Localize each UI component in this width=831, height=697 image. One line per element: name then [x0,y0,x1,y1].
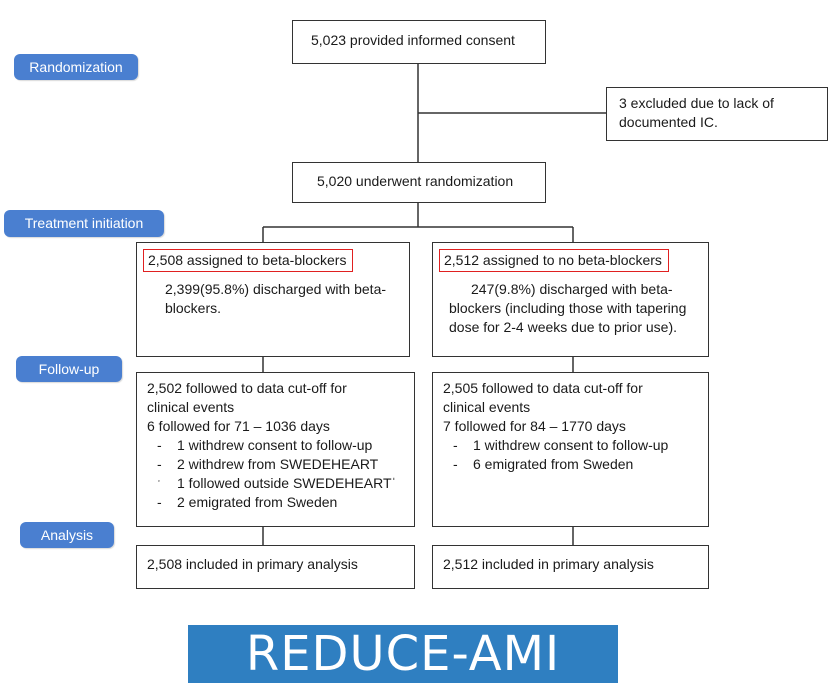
randomization-box: 5,020 underwent randomization [292,162,546,203]
no-beta-blocker-arm-box: 2,512 assigned to no beta-blockers 247(9… [432,242,709,357]
no-beta-blocker-discharge-line-1: 247(9.8%) discharged with beta- [471,281,673,297]
beta-blocker-followup-line-1: 2,502 followed to data cut-off for [147,380,347,396]
beta-blocker-arm-label: 2,508 assigned to beta-blockers [143,249,354,272]
beta-blocker-followup-line-2: clinical events [147,399,235,415]
beta-blocker-discharge-line-2: blockers. [165,300,222,316]
stage-follow-up: Follow-up [16,356,122,382]
exclusion-line-1: 3 excluded due to lack of [619,95,774,111]
list-item: -2 withdrew from SWEDEHEART [157,456,379,472]
randomization-text: 5,020 underwent randomization [317,173,514,189]
no-beta-blocker-followup-line-1: 2,505 followed to data cut-off for [443,380,643,396]
list-item: -1 withdrew consent to follow-up [157,437,373,453]
no-beta-blocker-discharge-line-3: dose for 2-4 weeks due to prior use). [449,319,678,335]
list-item: -1 withdrew consent to follow-up [453,437,669,453]
list-item: -2 emigrated from Sweden [157,494,338,510]
no-beta-blocker-arm-label: 2,512 assigned to no beta-blockers [439,249,669,272]
beta-blocker-followup-line-3: 6 followed for 71 – 1036 days [147,418,330,434]
reduce-ami-logo: REDUCE-AMI [188,625,618,683]
no-beta-blocker-analysis-text: 2,512 included in primary analysis [443,556,654,572]
no-beta-blocker-followup-line-3: 7 followed for 84 – 1770 days [443,418,626,434]
beta-blocker-analysis-text: 2,508 included in primary analysis [147,556,358,572]
no-beta-blocker-discharge-line-2: blockers (including those with tapering [449,300,687,316]
beta-blocker-arm-box: 2,508 assigned to beta-blockers 2,399(95… [136,242,410,357]
list-item: -6 emigrated from Sweden [453,456,634,472]
no-beta-blocker-followup-line-2: clinical events [443,399,531,415]
beta-blocker-analysis-box: 2,508 included in primary analysis [136,545,415,589]
beta-blocker-followup-box: 2,502 followed to data cut-off for clini… [136,372,415,527]
exclusion-line-2: documented IC. [619,114,718,130]
stage-analysis: Analysis [20,522,114,548]
no-beta-blocker-analysis-box: 2,512 included in primary analysis [432,545,709,589]
exclusion-box: 3 excluded due to lack of documented IC. [606,87,828,141]
consent-box: 5,023 provided informed consent [292,20,546,64]
consent-text: 5,023 provided informed consent [311,32,515,48]
no-beta-blocker-followup-box: 2,505 followed to data cut-off for clini… [432,372,709,527]
stage-randomization: Randomization [14,54,138,80]
beta-blocker-discharge-line-1: 2,399(95.8%) discharged with beta- [165,281,387,297]
stage-treatment-initiation: Treatment initiation [4,210,164,237]
